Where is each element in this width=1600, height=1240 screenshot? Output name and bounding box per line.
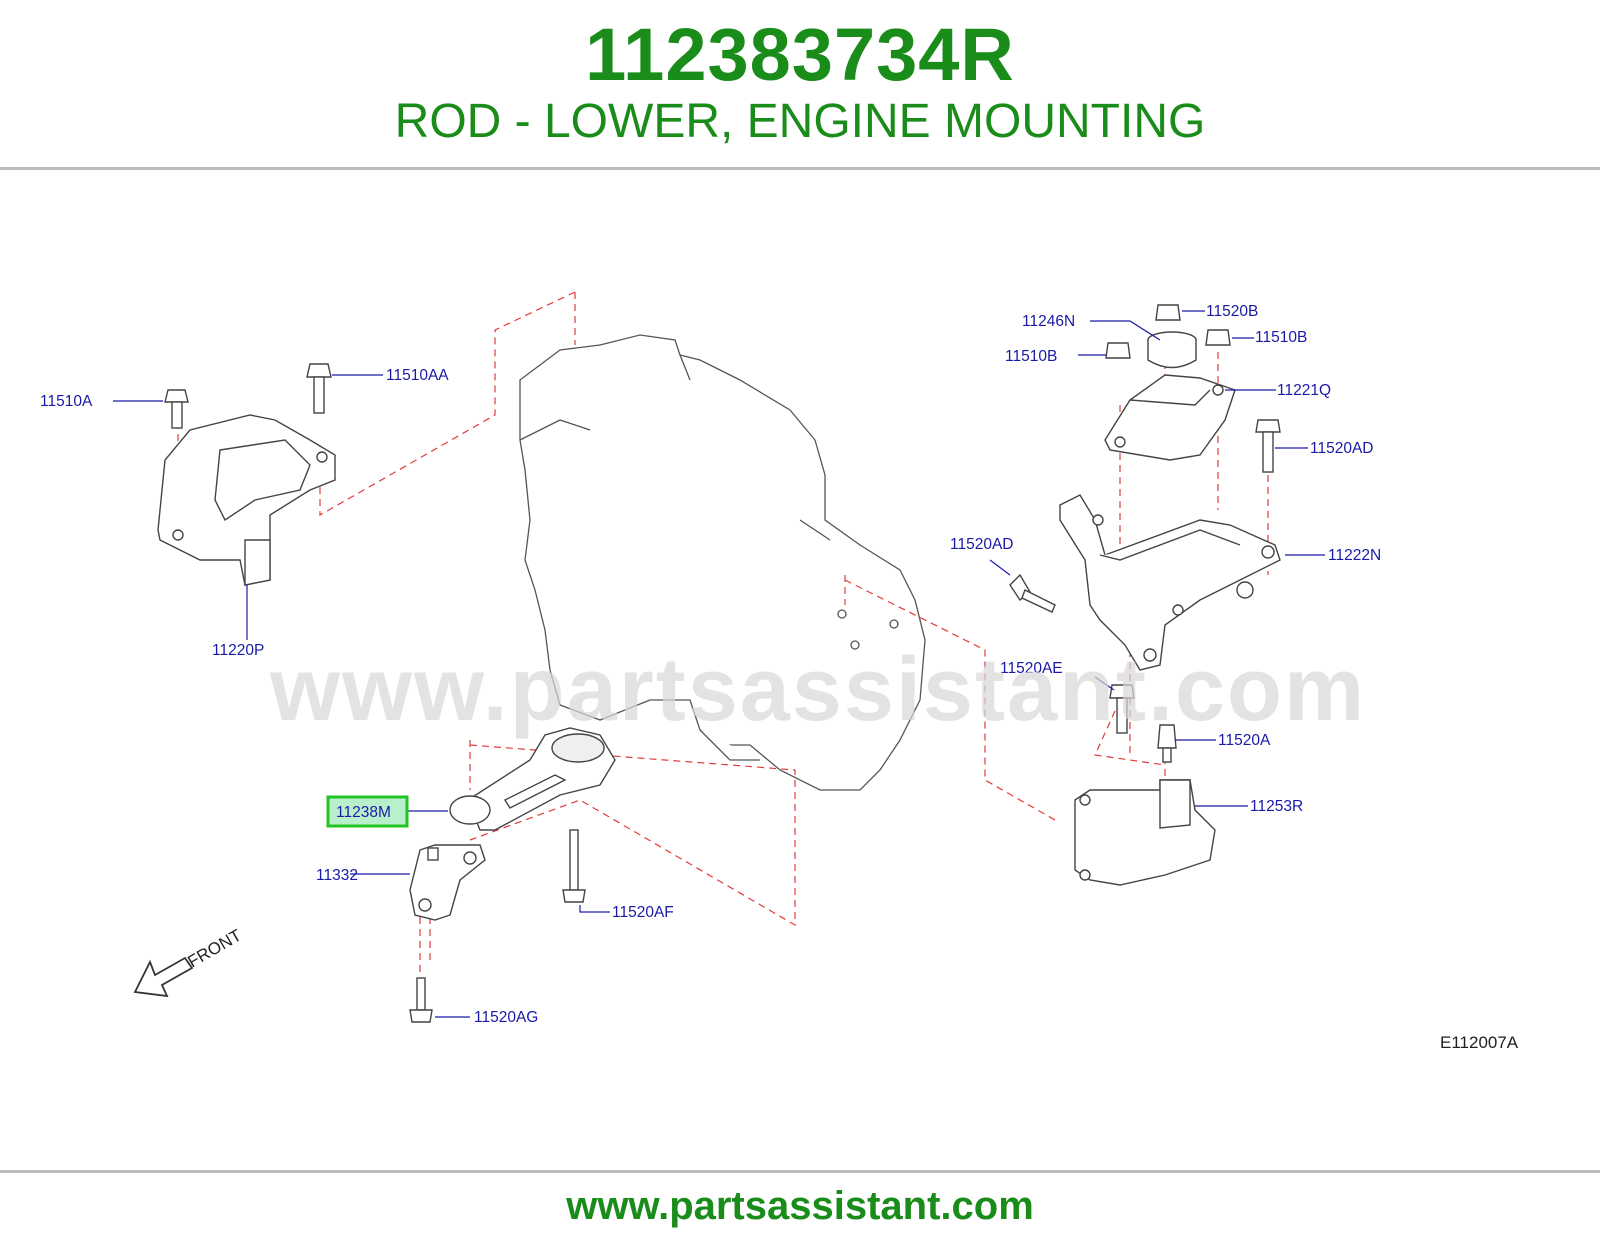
engine-block [519, 334, 926, 791]
label-11253R[interactable]: 11253R [1250, 798, 1303, 815]
assembly-line [844, 575, 1056, 821]
bolt-11520AG[interactable] [409, 977, 433, 1023]
parts-diagram: 11510A 11510AA 11220P 11246N 11520B 1151… [40, 291, 1519, 1052]
watermark-text: www.partsassistant.com [269, 640, 1366, 740]
label-11222N[interactable]: 11222N [1328, 547, 1381, 564]
label-11246N[interactable]: 11246N [1022, 313, 1075, 330]
engine-hole [850, 640, 860, 650]
bolt-11520A[interactable] [1157, 724, 1177, 763]
label-11520AD-left[interactable]: 11520AD [950, 536, 1013, 553]
label-11220P[interactable]: 11220P [212, 642, 264, 659]
diagram-code: E112007A [1440, 1033, 1519, 1052]
rod-11238M[interactable] [449, 727, 616, 831]
label-11238M[interactable]: 11238M [336, 804, 391, 821]
engine-detail [519, 354, 831, 761]
leader-line [1090, 320, 1161, 341]
page-header: 112383734R ROD - LOWER, ENGINE MOUNTING [0, 0, 1600, 170]
label-11520AF[interactable]: 11520AF [612, 904, 674, 921]
leader-line [989, 559, 1011, 576]
label-11520A[interactable]: 11520A [1218, 732, 1271, 749]
front-arrow-icon [133, 956, 194, 998]
bolt-11520AF[interactable] [562, 829, 586, 903]
assembly-line [319, 291, 576, 517]
bolt-11510AA[interactable] [306, 363, 332, 414]
label-11332[interactable]: 11332 [316, 867, 358, 884]
nut-11510B-right[interactable] [1205, 329, 1231, 346]
bracket-11221Q[interactable] [1104, 374, 1236, 461]
assembly-line [469, 740, 796, 927]
bolt-11510A[interactable] [164, 389, 189, 429]
engine-mount-11220P[interactable] [157, 414, 336, 586]
insulator-11246N[interactable] [1147, 331, 1197, 369]
engine-hole [837, 609, 847, 619]
nut-11510B-left[interactable] [1105, 342, 1131, 359]
footer-site-link[interactable]: www.partsassistant.com [566, 1184, 1034, 1228]
engine-hole [889, 619, 899, 629]
highlight-box [326, 795, 409, 828]
header-divider [0, 167, 1600, 170]
leader-line [579, 905, 610, 913]
part-number-title: 112383734R [585, 13, 1015, 96]
label-11510B-right[interactable]: 11510B [1255, 329, 1307, 346]
assembly-line [1094, 650, 1166, 800]
bolt-11520AD-left[interactable] [1009, 573, 1056, 613]
assembly-line [419, 905, 431, 975]
label-11520AD-right[interactable]: 11520AD [1310, 440, 1373, 457]
bracket-11332[interactable] [409, 844, 486, 921]
leader-line [1094, 676, 1115, 691]
label-11520B[interactable]: 11520B [1206, 303, 1258, 320]
bracket-11222N[interactable] [1059, 494, 1281, 671]
mount-11253R[interactable] [1074, 779, 1216, 886]
bolt-11520AD-right[interactable] [1255, 419, 1281, 473]
footer-divider [0, 1170, 1600, 1173]
front-label: FRONT [185, 926, 245, 972]
nut-11520B[interactable] [1155, 304, 1181, 321]
label-11221Q[interactable]: 11221Q [1277, 382, 1331, 399]
label-11520AE[interactable]: 11520AE [1000, 660, 1063, 677]
part-description: ROD - LOWER, ENGINE MOUNTING [394, 95, 1206, 148]
label-11510AA[interactable]: 11510AA [386, 367, 449, 384]
label-11520AG[interactable]: 11520AG [474, 1009, 538, 1026]
label-11510B-left[interactable]: 11510B [1005, 348, 1057, 365]
bolt-11520AE[interactable] [1109, 684, 1135, 734]
label-11510A[interactable]: 11510A [40, 393, 93, 410]
